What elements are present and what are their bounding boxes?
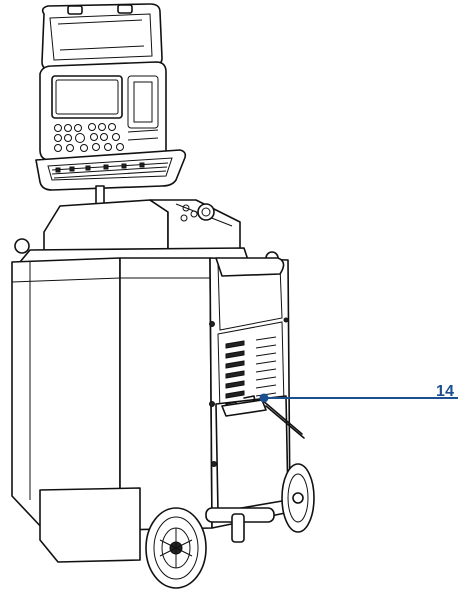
front-wheel — [146, 508, 206, 588]
callout-dot — [260, 394, 269, 403]
monitor-screen — [52, 76, 122, 118]
top-housing — [15, 200, 278, 264]
control-knob — [198, 204, 214, 220]
monitor-case — [40, 62, 166, 160]
rear-wheel — [282, 464, 314, 532]
monitor-lid — [42, 4, 162, 70]
callout-label: 14 — [436, 383, 454, 401]
